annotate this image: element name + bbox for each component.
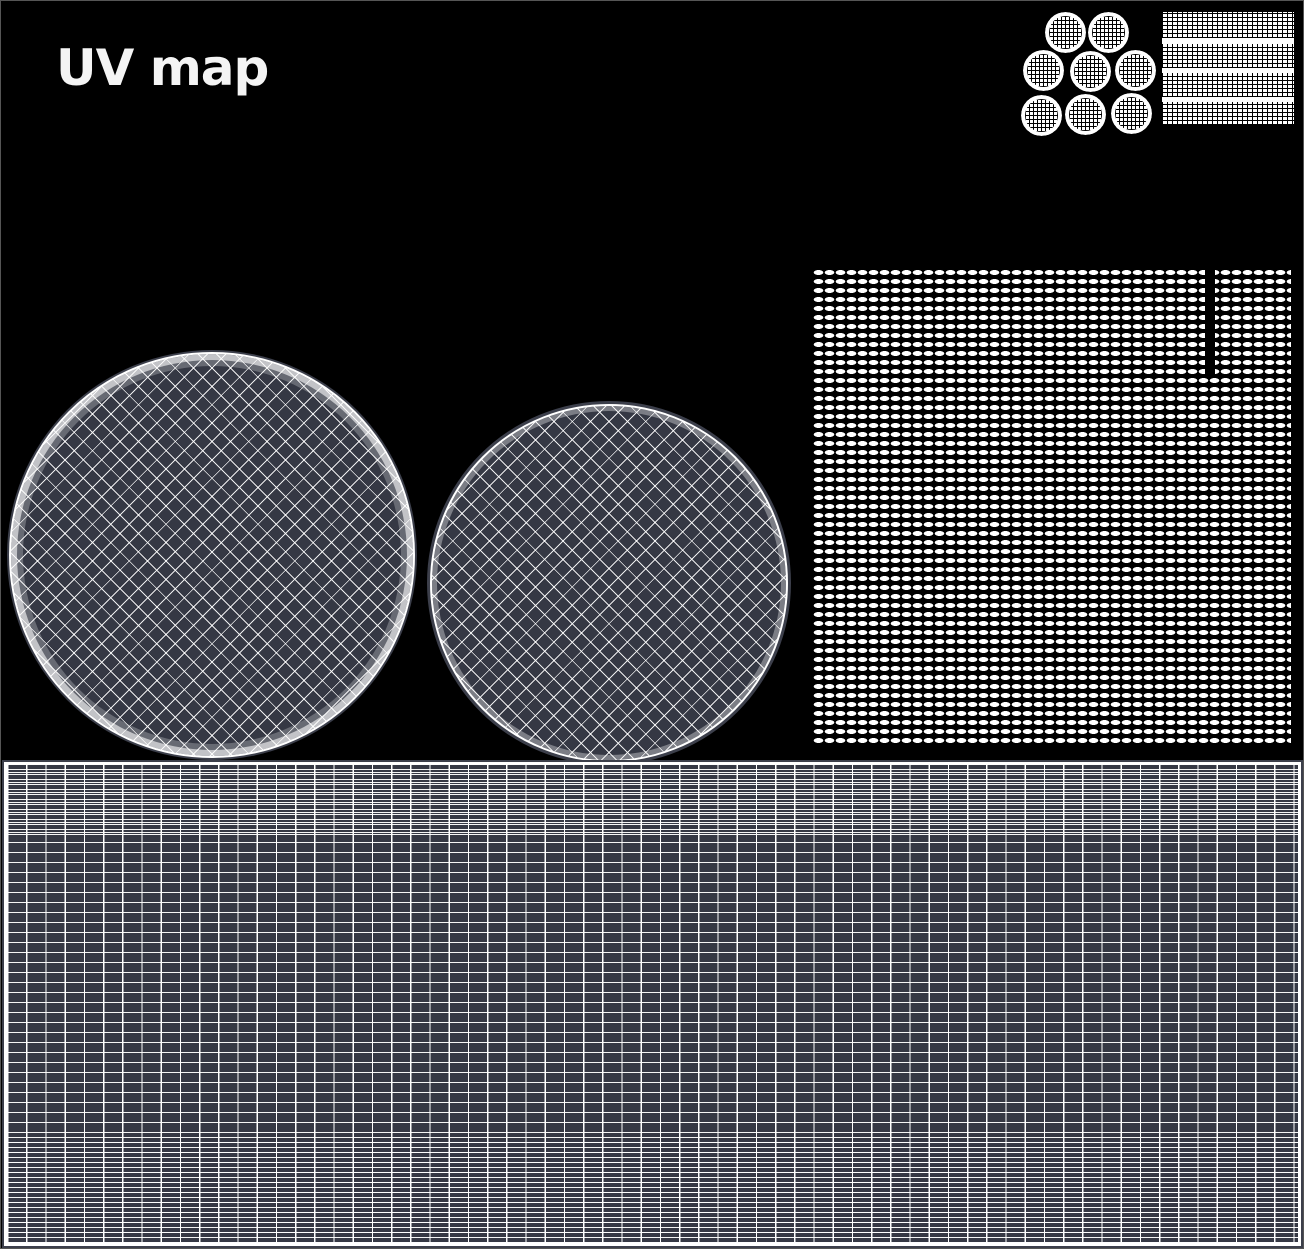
grid-strip-island [1162,102,1294,125]
grid-strip-island [1162,73,1294,97]
grid-strip-island [1162,12,1294,38]
dense-edge-rows-top [7,765,1298,835]
small-disc-island [1111,93,1152,134]
small-disc-island [1021,95,1062,136]
small-disc-island [1023,50,1064,91]
thumbnail-small-discs [1020,10,1156,138]
thumbnail-grid-strips [1162,12,1294,125]
medium-disc-island [430,404,788,762]
grid-strip-island [1162,44,1294,68]
cylinder-side-strip-island [4,762,1301,1246]
small-disc-island [1088,12,1129,53]
dense-edge-rows-bottom [7,1133,1298,1243]
small-disc-island [1065,94,1106,135]
vertex-block-gap [1205,268,1215,378]
dense-vertex-block-island [813,268,1291,746]
page-title: UV map [56,39,269,97]
small-disc-island [1045,12,1086,53]
large-disc-island [9,352,415,758]
small-disc-island [1070,51,1111,92]
small-disc-island [1115,50,1156,91]
